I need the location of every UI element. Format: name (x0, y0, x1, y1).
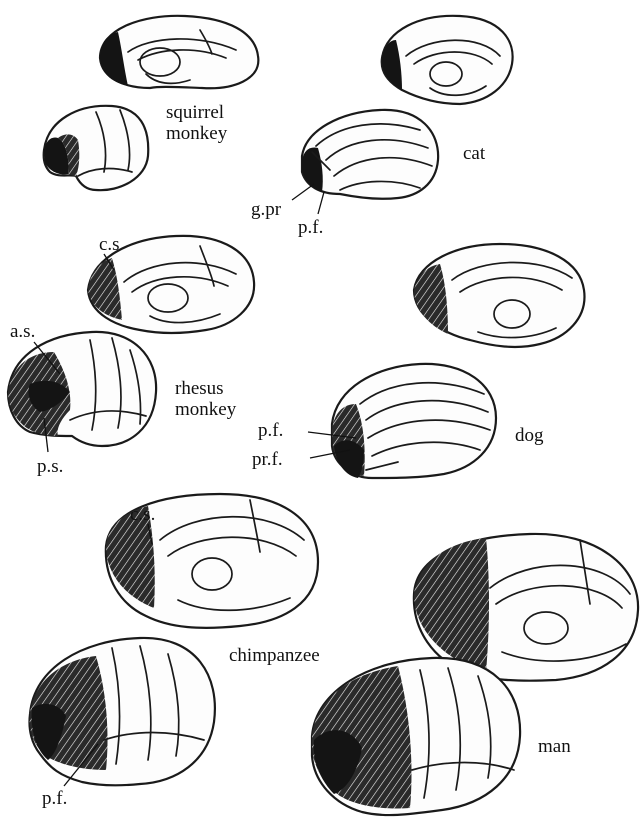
chimpanzee-lateral-brain (29, 638, 214, 785)
pointer-cat-gpr (292, 184, 314, 200)
dog-medial-brain (414, 244, 584, 347)
label-squirrel: squirrel (166, 102, 224, 123)
cat-lateral-brain (302, 110, 438, 199)
annotation-rhesus-cs: c.s (99, 234, 120, 255)
pointer-cat-pf (318, 192, 324, 214)
label-cat: cat (463, 143, 486, 164)
annotation-dog-prf: pr.f. (252, 449, 283, 470)
man-lateral-brain (312, 658, 520, 815)
annotation-cat-gpr: g.pr (251, 199, 282, 220)
squirrel-monkey-lateral-brain (44, 106, 149, 190)
annotation-rhesus-as: a.s. (10, 321, 35, 342)
annotation-dog-pf: p.f. (258, 420, 283, 441)
cat-medial-brain (382, 16, 513, 104)
label-dog: dog (515, 425, 544, 446)
rhesus-monkey-lateral-brain (8, 332, 156, 446)
squirrel-monkey-medial-brain (100, 16, 258, 88)
annotation-chimp-cs: c.s. (130, 504, 155, 525)
annotation-rhesus-ps: p.s. (37, 456, 63, 477)
annotation-chimp-pf: p.f. (42, 788, 67, 809)
label-squirrel-monkey: monkey (166, 123, 228, 144)
label-chimpanzee: chimpanzee (229, 645, 320, 666)
label-man: man (538, 736, 571, 757)
label-rhesus: rhesus (175, 378, 224, 399)
label-rhesus-monkey: monkey (175, 399, 237, 420)
dog-lateral-brain (332, 364, 496, 478)
annotation-cat-pf: p.f. (298, 217, 323, 238)
